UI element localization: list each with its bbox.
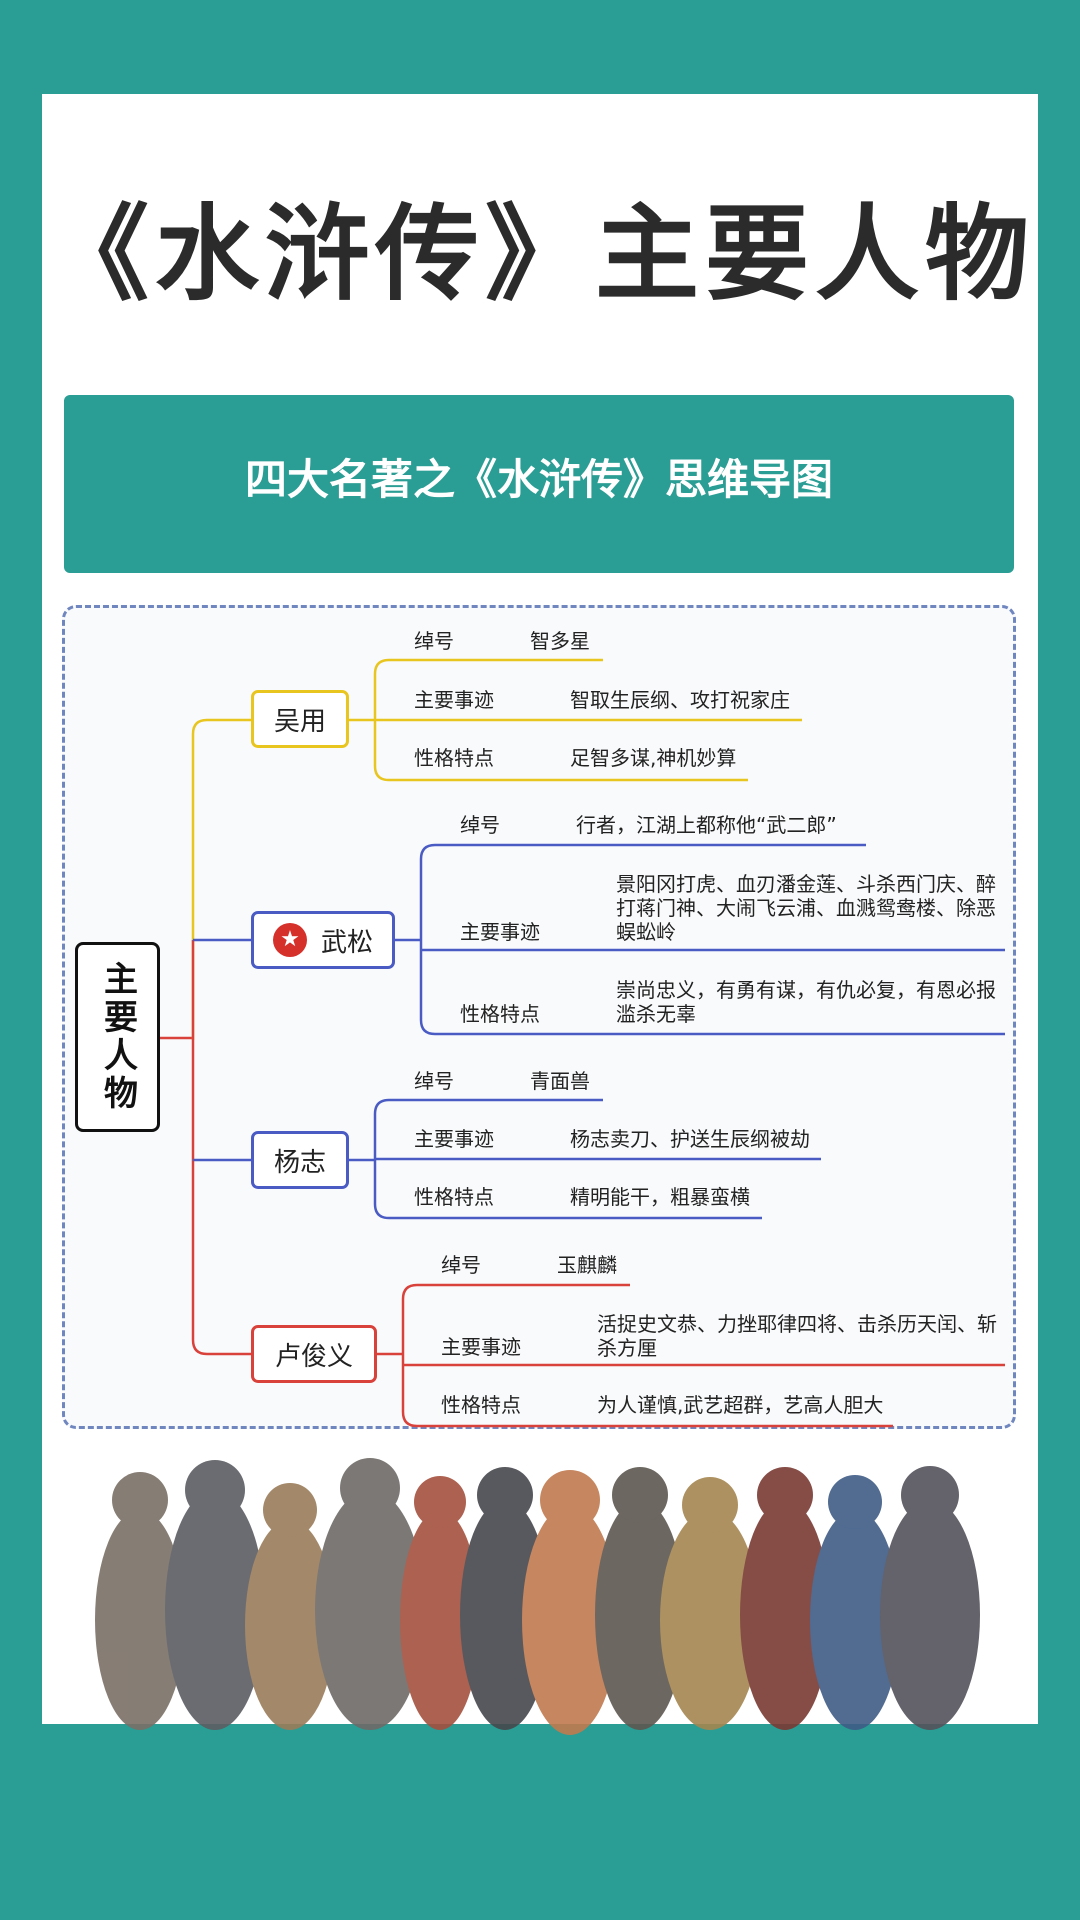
lu-junyi-nickname-value: 玉麒麟 (557, 1253, 617, 1277)
node-wu-yong: 吴用 (251, 690, 349, 748)
node-label: 杨志 (273, 1147, 326, 1178)
wu-yong-deeds-label: 主要事迹 (414, 688, 494, 712)
page-title: 《水浒传》主要人物 (44, 193, 1035, 315)
root-label: 主要人物 (97, 961, 138, 1113)
wu-yong-nickname-value: 智多星 (530, 629, 590, 653)
node-label: 武松 (320, 927, 373, 958)
wu-song-deeds-label: 主要事迹 (460, 920, 540, 944)
yang-zhi-deeds-label: 主要事迹 (414, 1127, 494, 1151)
lu-junyi-deeds-value: 活捉史文恭、力挫耶律四将、击杀历天闰、斩杀方厘 (597, 1312, 997, 1360)
wu-song-nickname-value: 行者，江湖上都称他“武二郎” (576, 813, 837, 837)
node-label: 卢俊义 (274, 1341, 353, 1372)
yang-zhi-deeds-value: 杨志卖刀、护送生辰纲被劫 (570, 1127, 810, 1151)
wu-song-nickname-label: 绰号 (460, 813, 500, 837)
star-icon: ★ (272, 923, 307, 957)
yang-zhi-nickname-label: 绰号 (414, 1069, 454, 1093)
node-yang-zhi: 杨志 (251, 1131, 349, 1189)
yang-zhi-trait-value: 精明能干，粗暴蛮横 (570, 1185, 750, 1209)
wu-yong-trait-value: 足智多谋,神机妙算 (570, 746, 737, 770)
heroes-illustration (95, 1458, 980, 1735)
banner: 四大名著之《水浒传》思维导图 (64, 395, 1014, 573)
yang-zhi-trait-label: 性格特点 (414, 1185, 494, 1209)
root-node: 主要人物 (75, 942, 160, 1132)
lu-junyi-trait-label: 性格特点 (441, 1393, 521, 1417)
wu-yong-deeds-value: 智取生辰纲、攻打祝家庄 (570, 688, 790, 712)
wu-yong-trait-label: 性格特点 (414, 746, 494, 770)
banner-title: 四大名著之《水浒传》思维导图 (244, 455, 833, 504)
node-lu-junyi: 卢俊义 (251, 1325, 377, 1383)
wu-song-trait-value: 崇尚忠义，有勇有谋，有仇必复，有恩必报滥杀无辜 (616, 978, 996, 1026)
node-wu-song: ★ 武松 (251, 911, 395, 969)
yang-zhi-nickname-value: 青面兽 (530, 1069, 590, 1093)
lu-junyi-trait-value: 为人谨慎,武艺超群，艺高人胆大 (597, 1393, 884, 1417)
lu-junyi-nickname-label: 绰号 (441, 1253, 481, 1277)
wu-song-deeds-value: 景阳冈打虎、血刃潘金莲、斗杀西门庆、醉打蒋门神、大闹飞云浦、血溅鸳鸯楼、除恶蜈蚣… (616, 872, 996, 944)
node-label: 吴用 (273, 706, 326, 737)
wu-song-trait-label: 性格特点 (460, 1002, 540, 1026)
wu-yong-nickname-label: 绰号 (414, 629, 454, 653)
lu-junyi-deeds-label: 主要事迹 (441, 1335, 521, 1359)
